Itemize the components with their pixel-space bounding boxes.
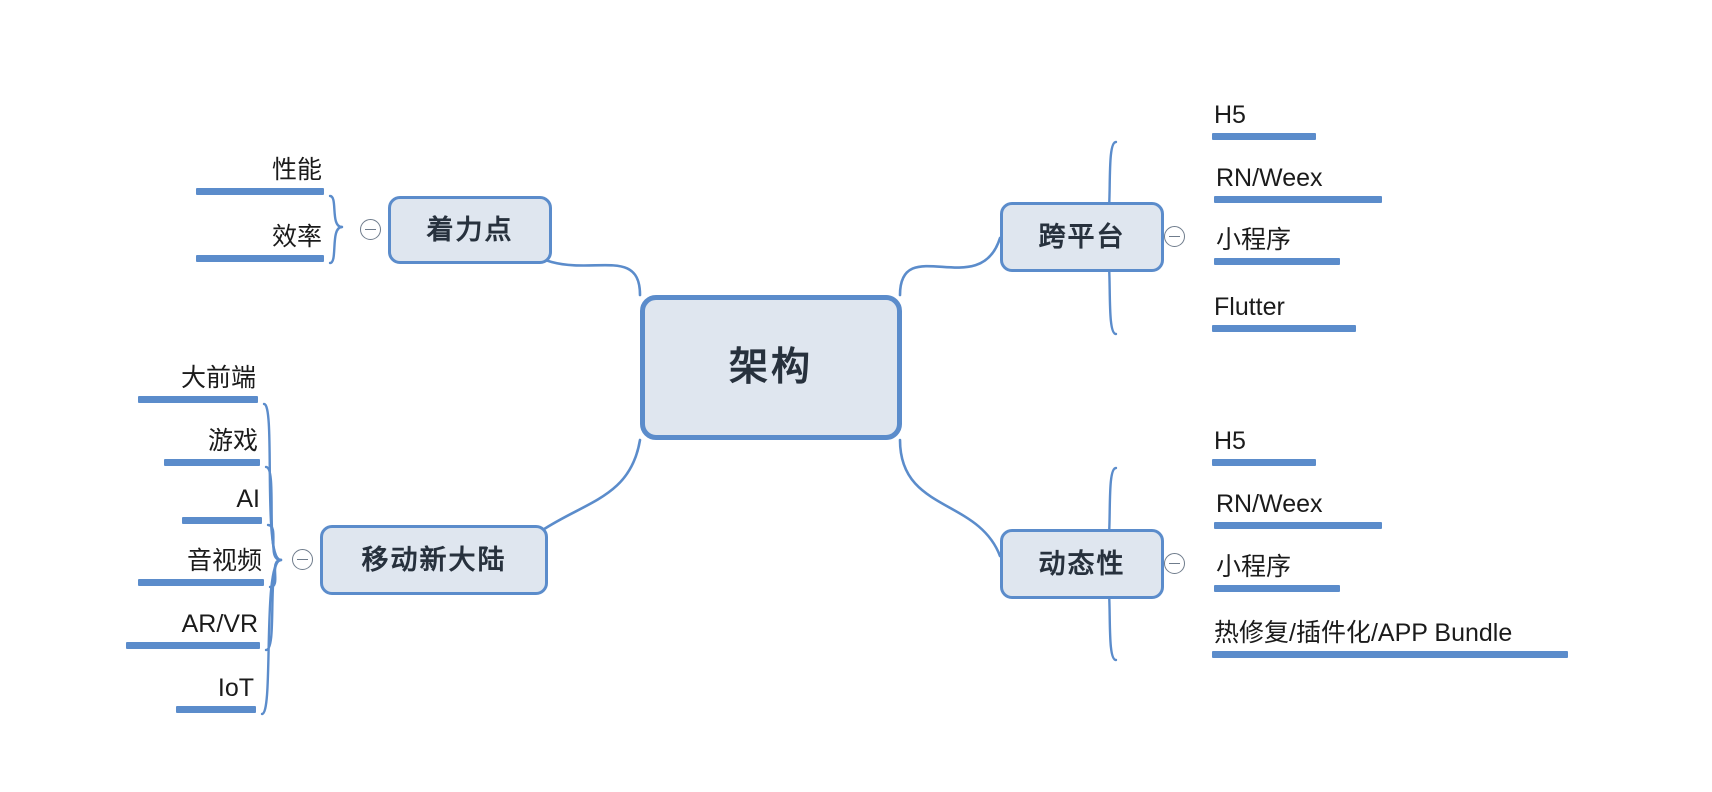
- leaf-underline: [1214, 258, 1340, 265]
- leaf-node-dongtaixing-1[interactable]: RN/Weex: [1214, 489, 1382, 529]
- branch-node-kuapingtai[interactable]: 跨平台: [1000, 202, 1164, 272]
- leaf-node-kuapingtai-1[interactable]: RN/Weex: [1214, 163, 1382, 203]
- leaf-underline: [196, 255, 324, 262]
- wire-yidong-child-1: [264, 465, 283, 562]
- leaf-label: Flutter: [1214, 293, 1285, 321]
- leaf-node-yidong-2[interactable]: AI: [182, 484, 262, 524]
- leaf-node-kuapingtai-2[interactable]: 小程序: [1214, 225, 1340, 265]
- leaf-node-zhulidian-0[interactable]: 性能: [196, 155, 324, 195]
- collapse-toggle-zhulidian[interactable]: [360, 219, 381, 240]
- branch-node-zhulidian-label: 着力点: [426, 214, 514, 245]
- leaf-node-zhulidian-1[interactable]: 效率: [196, 222, 324, 262]
- leaf-label: 大前端: [180, 364, 256, 392]
- leaf-label: 热修复/插件化/APP Bundle: [1214, 619, 1513, 647]
- leaf-node-yidong-5[interactable]: IoT: [176, 673, 256, 713]
- leaf-underline: [1214, 196, 1382, 203]
- leaf-label: 效率: [271, 223, 322, 251]
- leaf-underline: [1212, 133, 1316, 140]
- leaf-underline: [196, 188, 324, 195]
- branch-node-yidongxindalu[interactable]: 移动新大陆: [320, 525, 548, 595]
- branch-node-zhulidian[interactable]: 着力点: [388, 196, 552, 264]
- leaf-underline: [1214, 522, 1382, 529]
- root-node[interactable]: 架构: [640, 295, 902, 440]
- leaf-label: H5: [1214, 101, 1246, 129]
- leaf-label: 游戏: [207, 427, 258, 455]
- leaf-node-yidong-0[interactable]: 大前端: [138, 363, 258, 403]
- wire-yidong-child-5: [260, 558, 283, 716]
- branch-node-dongtaixing-label: 动态性: [1038, 548, 1126, 579]
- wire-yidong-child-4: [264, 558, 283, 652]
- leaf-node-kuapingtai-3[interactable]: Flutter: [1212, 292, 1356, 332]
- leaf-label: IoT: [217, 674, 254, 702]
- leaf-label: RN/Weex: [1216, 490, 1323, 518]
- wire-yidong-child-0: [262, 402, 283, 562]
- leaf-underline: [176, 706, 256, 713]
- leaf-label: 音视频: [186, 547, 262, 575]
- leaf-underline: [1212, 325, 1356, 332]
- leaf-label: 性能: [271, 156, 322, 184]
- collapse-toggle-kuapingtai[interactable]: [1164, 226, 1185, 247]
- leaf-underline: [1212, 651, 1568, 658]
- leaf-node-dongtaixing-0[interactable]: H5: [1212, 426, 1316, 466]
- branch-node-kuapingtai-label: 跨平台: [1038, 221, 1126, 252]
- branch-node-dongtaixing[interactable]: 动态性: [1000, 529, 1164, 599]
- wire-zhulidian-child-1: [328, 225, 344, 265]
- wire-zhulidian-child-0: [328, 194, 344, 229]
- collapse-toggle-yidongxindalu[interactable]: [292, 549, 313, 570]
- leaf-label: RN/Weex: [1216, 164, 1323, 192]
- leaf-label: 小程序: [1216, 226, 1292, 254]
- wire-yidong-child-2: [266, 523, 283, 562]
- leaf-node-dongtaixing-2[interactable]: 小程序: [1214, 552, 1340, 592]
- leaf-node-yidong-3[interactable]: 音视频: [138, 546, 264, 586]
- leaf-node-yidong-4[interactable]: AR/VR: [126, 609, 260, 649]
- leaf-underline: [126, 642, 260, 649]
- leaf-underline: [1214, 585, 1340, 592]
- wire-root-dongtaixing: [898, 438, 1002, 558]
- leaf-underline: [1212, 459, 1316, 466]
- leaf-label: H5: [1214, 427, 1246, 455]
- collapse-toggle-dongtaixing[interactable]: [1164, 553, 1185, 574]
- leaf-label: AR/VR: [181, 610, 258, 638]
- leaf-label: AI: [236, 485, 260, 513]
- leaf-underline: [182, 517, 262, 524]
- leaf-underline: [138, 579, 264, 586]
- branch-node-yidongxindalu-label: 移动新大陆: [361, 544, 507, 575]
- leaf-node-kuapingtai-0[interactable]: H5: [1212, 100, 1316, 140]
- wire-yidong-child-3: [268, 558, 283, 589]
- leaf-node-dongtaixing-3[interactable]: 热修复/插件化/APP Bundle: [1212, 618, 1568, 658]
- leaf-node-yidong-1[interactable]: 游戏: [164, 426, 260, 466]
- leaf-underline: [138, 396, 258, 403]
- root-node-label: 架构: [728, 346, 813, 389]
- leaf-label: 小程序: [1216, 553, 1292, 581]
- wire-root-kuapingtai: [898, 236, 1002, 297]
- leaf-underline: [164, 459, 260, 466]
